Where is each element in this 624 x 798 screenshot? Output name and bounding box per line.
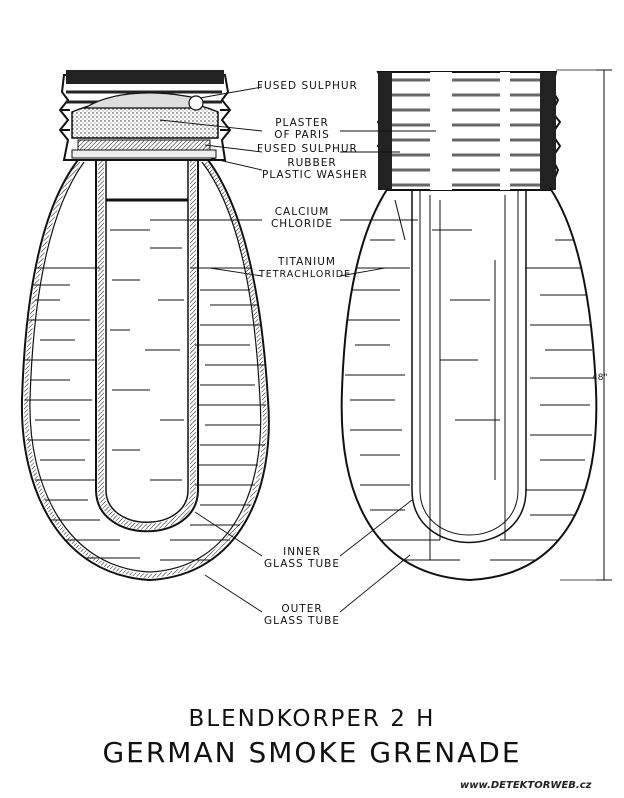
label-calcium-line2: CHLORIDE (270, 218, 334, 230)
label-fused-sulphur-top: FUSED SULPHUR (257, 80, 358, 92)
label-inner-line2: GLASS TUBE (263, 558, 340, 570)
right-neck (376, 71, 562, 191)
label-calcium-line1: CALCIUM (274, 206, 330, 218)
air-bubble-shape (188, 95, 204, 111)
title-name: GERMAN SMOKE GRENADE (102, 736, 522, 769)
label-fused-sulphur-lower: FUSED SULPHUR (257, 143, 358, 155)
height-dimension (556, 69, 612, 581)
height-dimension-label: 48" (592, 373, 608, 383)
label-titanium-line1: TITANIUM (278, 256, 336, 268)
left-outer-glass-tube (20, 159, 270, 582)
title-model: BLENDKORPER 2 H (188, 706, 436, 732)
label-plaster-line1: PLASTER (275, 117, 329, 129)
leader-lines (150, 86, 436, 613)
label-inner-line1: INNER (283, 546, 321, 558)
exterior-view (340, 71, 598, 582)
fused-sulphur-lower-fill (71, 149, 217, 159)
cross-section-view (20, 70, 270, 582)
label-outer-line2: GLASS TUBE (263, 615, 340, 627)
label-plaster-line2: OF PARIS (274, 129, 330, 141)
label-rubber-line2: PLASTIC WASHER (262, 169, 368, 181)
label-titanium-line2: TETRACHLORIDE (258, 269, 352, 280)
label-rubber-line1: RUBBER (287, 157, 337, 169)
inner-liquid-lines (110, 229, 184, 481)
rubber-washer-shape (77, 139, 211, 151)
right-reflection-lines (341, 195, 597, 561)
right-outer-glass-body (340, 187, 598, 582)
left-inner-glass-tube (95, 160, 199, 533)
label-outer-line1: OUTER (281, 603, 323, 615)
right-inner-tube-outline (411, 190, 527, 544)
source-credit: www.DETEKTORWEB.cz (460, 780, 592, 791)
